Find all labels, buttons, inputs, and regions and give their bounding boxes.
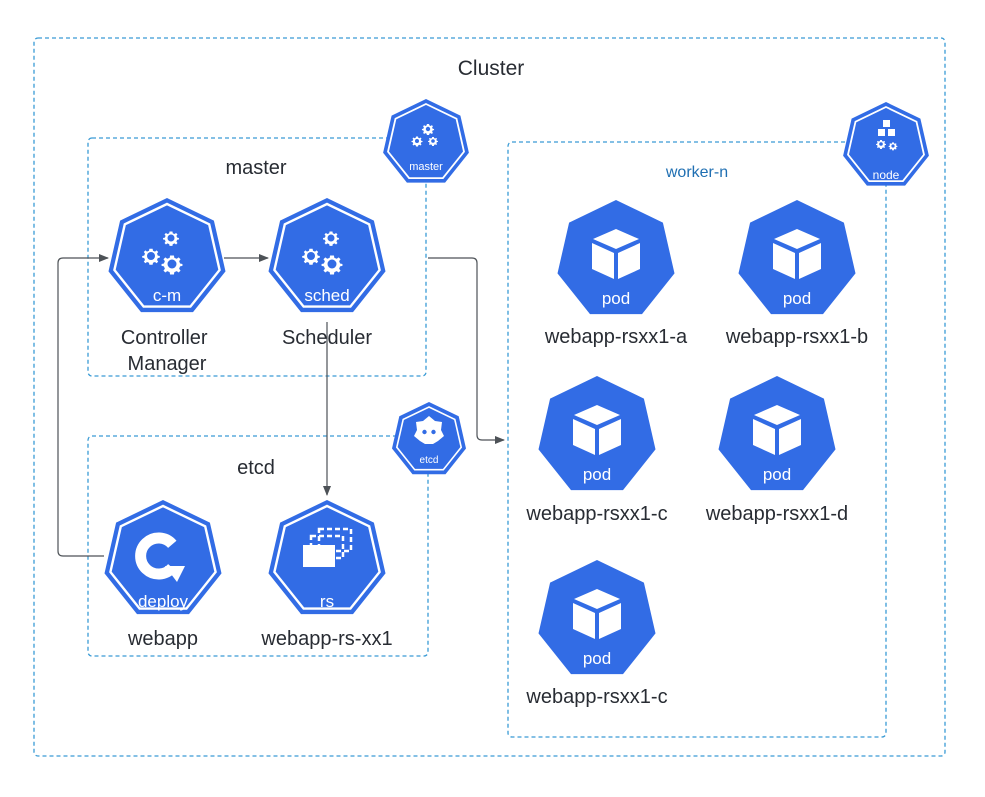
pod-name: webapp-rsxx1-c [525, 503, 667, 525]
scheduler-icon-label: sched [304, 286, 349, 305]
pod-icon: pod [538, 376, 656, 491]
etcd-badge-label: etcd [420, 455, 439, 466]
scheduler-name: Scheduler [282, 327, 372, 349]
pod-icon-label: pod [602, 289, 630, 308]
pod-icon: pod [718, 376, 836, 491]
pod-icon: pod [538, 560, 656, 675]
master-label: master [225, 157, 286, 179]
cluster-boundary [33, 37, 946, 757]
pod-icon: pod [738, 200, 856, 315]
controller-manager-name-line-2: Manager [128, 353, 207, 375]
pod-name: webapp-rsxx1-a [544, 326, 688, 348]
worker-label: worker-n [665, 164, 728, 181]
controller-manager-name-line-1: Controller [121, 327, 208, 349]
scheduler-icon: sched [268, 198, 386, 313]
master-boundary [87, 137, 427, 377]
node-badge-icon: node [843, 102, 929, 186]
master-badge-label: master [409, 161, 443, 173]
replicaset-name: webapp-rs-xx1 [260, 628, 392, 650]
controller-manager-icon: c-m [108, 198, 226, 313]
pod-icon-label: pod [763, 465, 791, 484]
connector-sched-to-worker [428, 257, 505, 444]
pod-name: webapp-rsxx1-c [525, 686, 667, 708]
pod-icon-label: pod [783, 289, 811, 308]
etcd-label: etcd [237, 457, 275, 479]
pod-icon-label: pod [583, 465, 611, 484]
etcd-boundary [87, 435, 429, 657]
deploy-name: webapp [127, 628, 198, 650]
etcd-badge-icon: etcd [392, 402, 466, 475]
pod-name: webapp-rsxx1-d [705, 503, 848, 525]
deploy-icon: deploy [104, 500, 222, 615]
replicaset-icon: rs [268, 500, 386, 615]
replicaset-icon-label: rs [320, 592, 334, 611]
deploy-icon-label: deploy [138, 592, 189, 611]
pod-icon: pod [557, 200, 675, 315]
cluster-label: Cluster [458, 57, 525, 80]
node-badge-label: node [873, 168, 900, 182]
connector-deploy-to-cm [57, 254, 109, 557]
pod-icon-label: pod [583, 649, 611, 668]
worker-boundary [507, 141, 887, 738]
master-badge-icon: master [383, 99, 469, 183]
controller-manager-name: Controller Manager [121, 327, 213, 375]
controller-manager-icon-label: c-m [153, 286, 181, 305]
pod-name: webapp-rsxx1-b [725, 326, 868, 348]
